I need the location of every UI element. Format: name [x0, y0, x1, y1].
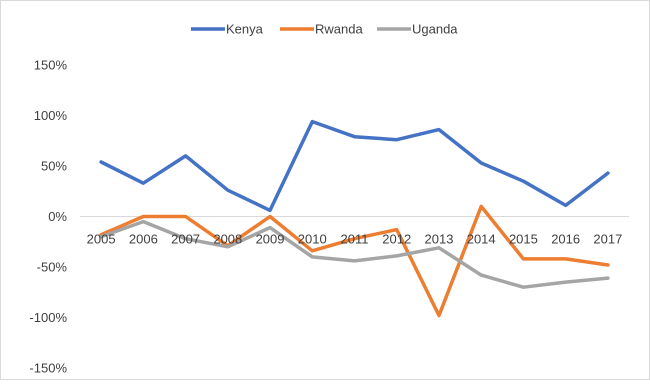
x-tick-label: 2014 — [467, 232, 496, 247]
x-tick-label: 2008 — [213, 232, 242, 247]
y-tick-label: 50% — [41, 159, 67, 174]
y-tick-label: -50% — [37, 260, 68, 275]
y-tick-label: -100% — [29, 310, 67, 325]
legend-item-kenya: Kenya — [191, 22, 264, 37]
series-line-rwanda — [99, 204, 610, 318]
legend: Kenya Rwanda Uganda — [191, 22, 458, 37]
legend-label: Uganda — [412, 22, 458, 37]
legend-item-rwanda: Rwanda — [280, 22, 363, 37]
y-tick-label: -150% — [29, 361, 67, 376]
series-line-kenya — [99, 119, 610, 213]
x-tick-label: 2017 — [593, 232, 622, 247]
x-tick-label: 2005 — [87, 232, 116, 247]
y-tick-label: 100% — [34, 108, 68, 123]
legend-item-uganda: Uganda — [377, 22, 458, 37]
x-axis-tick-labels: 2005 2006 2007 2008 2009 2010 2011 2012 2013 2014… — [87, 232, 623, 247]
legend-label: Rwanda — [315, 22, 363, 37]
x-tick-label: 2013 — [425, 232, 454, 247]
x-tick-label: 2007 — [171, 232, 200, 247]
y-tick-label: 0% — [48, 209, 67, 224]
y-axis-tick-labels: -150% -100% -50% 0% 50% 100% 150% — [29, 58, 67, 376]
x-tick-label: 2015 — [509, 232, 538, 247]
x-tick-label: 2016 — [551, 232, 580, 247]
x-tick-label: 2010 — [298, 232, 327, 247]
x-tick-label: 2011 — [341, 232, 369, 247]
series-line-uganda — [99, 219, 610, 289]
legend-label: Kenya — [226, 22, 264, 37]
y-tick-label: 150% — [34, 58, 68, 73]
x-tick-label: 2012 — [382, 232, 411, 247]
x-tick-label: 2006 — [129, 232, 158, 247]
series-lines — [99, 119, 610, 318]
x-tick-label: 2009 — [256, 232, 285, 247]
